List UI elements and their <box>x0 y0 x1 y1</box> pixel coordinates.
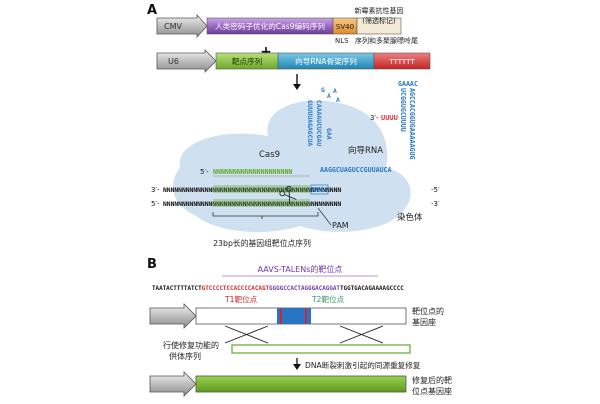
scissors-icon <box>279 185 297 205</box>
loop-a2: A <box>333 87 337 95</box>
protospacer-highlight-top <box>213 185 310 193</box>
polya-label: 序列和多聚腺嘌呤尾 <box>355 36 418 45</box>
bottom-strand: NNNNNNNNNNNNNNNNNNNNNNNNNNNNNNNNNNNNNNNN… <box>163 201 341 208</box>
donor-line2: 供体序列 <box>169 351 201 361</box>
repaired-locus <box>149 371 407 397</box>
hairpin-stem-2: AGCCACGGUGAAAAAGUG <box>408 88 416 159</box>
construct-1: CMV 人类密码子优化的Cas9编码序列 SV40 新霉素抗性基因 (筛选标记)… <box>156 6 418 45</box>
protospacer-highlight-bottom <box>213 199 310 207</box>
cmv-label: CMV <box>164 22 182 31</box>
pam-ngg: NGG <box>312 186 324 194</box>
target-locus-line2: 基因座 <box>412 317 436 327</box>
chromosome-label: 染色体 <box>397 212 423 223</box>
target-locus <box>149 303 407 329</box>
hairpin-loop: GAAAC <box>398 80 418 88</box>
bracket-label: 23bp长的基因组靶位点序列 <box>213 238 311 248</box>
down-arrow-a <box>293 74 301 90</box>
cmv-promoter-arrow <box>156 13 208 39</box>
u6-promoter-arrow <box>156 49 217 73</box>
repaired-line2: 位点基因座 <box>412 386 452 396</box>
stem-b: CAAAAUCUCGAU <box>315 100 323 146</box>
dsb-hdr-text: DNA断裂刺激引起的同源重复修复 <box>305 360 421 370</box>
svg-text:TAATACTTTTATCTGTCCCCTCCACCCCAC: TAATACTTTTATCTGTCCCCTCCACCCCACAGTGGGGCCA… <box>152 286 404 292</box>
stem-a: GUUUUAGAGCUA <box>306 100 314 146</box>
top-strand-suffix: -5′ <box>431 186 440 194</box>
neo-resistance-line2: (筛选标记) <box>362 16 396 25</box>
grna-spacer-seq: NNNNNNNNNNNNNNNNNNNN <box>213 168 292 176</box>
seq-t2: GGGGCCACTAGGGACAGGAT <box>269 286 340 292</box>
bottom-strand-suffix: -3′ <box>431 200 440 208</box>
t2-label: T2靶位点 <box>311 294 345 304</box>
grna-hairpin: UCGGUGCUUUU AGCCACGGUGAAAAAGUG GAAAC 3′-… <box>370 80 418 159</box>
nls-label: NLS <box>335 37 349 45</box>
repaired-line1: 修复后的靶 <box>412 375 452 385</box>
terminator-label: TTTTTT <box>388 58 415 66</box>
target-bracket <box>212 212 319 219</box>
cas9-protein-shape <box>172 100 411 232</box>
target-dna: 3′- NNNNNNNNNNNNNNNNNNNNNNNNNNNNNNNNNNNN… <box>151 184 440 208</box>
construct-2: U6 靶点序列 向导RNA骨架序列 TTTTTT <box>156 49 431 73</box>
homologous-crossover <box>224 325 384 344</box>
bottom-strand-prefix: 5′- <box>151 200 160 208</box>
grna-spacer: 5′- NNNNNNNNNNNNNNNNNNNN <box>200 168 310 177</box>
loop-g: G <box>321 86 325 94</box>
loop-a3: A <box>336 96 340 104</box>
top-strand: NNNNNNNNNNNNNNNNNNNNNNNNNNNNNNNNNNNNNNNN… <box>163 187 341 194</box>
sv40-label: SV40 <box>336 23 354 31</box>
neo-resistance-block <box>356 17 402 35</box>
target-sequence-label: 靶点序列 <box>232 56 263 66</box>
panel-b-label: B <box>147 257 157 272</box>
grna-5prime: 5′- <box>200 168 209 176</box>
t1-label: T1靶位点 <box>224 294 258 304</box>
grna-repeat-stem: GUUUUAGAGCUA CAAAAUCUCGAU G A A A GAA AA… <box>306 86 391 174</box>
pam-box <box>310 184 329 195</box>
terminator-block <box>373 52 431 70</box>
u6-label: U6 <box>168 57 179 66</box>
pam-pointer <box>317 207 332 226</box>
panel-a-label: A <box>147 3 157 18</box>
grna-label: 向导RNA <box>348 145 383 156</box>
donor-line1: 行使修复功能的 <box>163 340 219 350</box>
neo-resistance-line1: 新霉素抗性基因 <box>355 6 404 15</box>
seq-left: TAATACTTTTATCT <box>152 286 202 292</box>
top-strand-prefix: 3′- <box>151 186 160 194</box>
grna-lower-seq: AAGGCUAGUCCGUUAUCA <box>320 166 391 174</box>
talen-sequence: TAATACTTTTATCTGTCCCCTCCACCCCACAGTGGGGCCA… <box>152 286 404 292</box>
plus-sign: + <box>260 44 272 60</box>
hairpin-stem-1: UCGGUGCUUUU <box>399 88 407 132</box>
gaa-bulge: GAA <box>325 128 333 140</box>
donor-sequence <box>231 344 411 354</box>
loop-a1: A <box>327 92 331 100</box>
break-site <box>277 308 311 324</box>
seq-t1: GTCCCCTCCACCCCACAGT <box>202 286 270 292</box>
grna-uuuu: UUUU <box>381 114 398 122</box>
talen-title: AAVS-TALENs的靶位点 <box>258 264 343 274</box>
grna-3prime: 3′- <box>370 114 379 122</box>
down-arrow-b <box>293 358 301 370</box>
seq-right: TGGTGACAGAAAAGCCCC <box>340 286 404 292</box>
pam-label: PAM <box>332 221 349 230</box>
cas9-label: Cas9 <box>259 150 280 160</box>
cas9-coding-label: 人类密码子优化的Cas9编码序列 <box>215 21 325 31</box>
grna-scaffold-label: 向导RNA骨架序列 <box>295 56 357 66</box>
target-locus-line1: 靶位点的 <box>412 306 444 316</box>
